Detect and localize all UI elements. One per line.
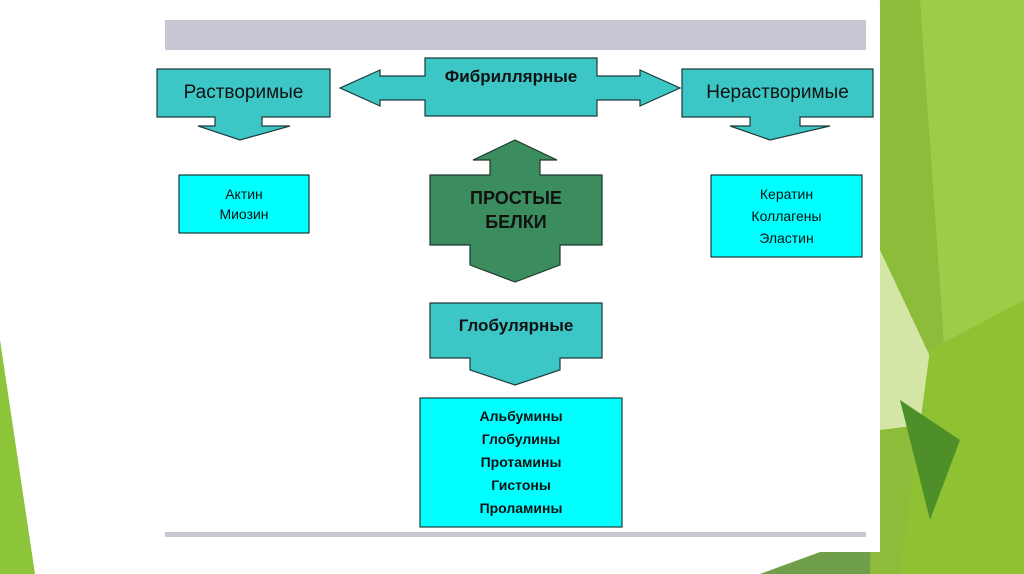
title-bar bbox=[165, 20, 866, 50]
soluble-items: Актин Миозин bbox=[219, 186, 269, 222]
insoluble-items: Кератин Коллагены Эластин bbox=[751, 186, 822, 246]
soluble-callout bbox=[156, 68, 331, 141]
soluble-box bbox=[178, 174, 310, 234]
globular-label: Глобулярные bbox=[458, 315, 574, 335]
soluble-label: Растворимые bbox=[183, 82, 304, 103]
insoluble-box bbox=[710, 174, 863, 258]
center-label: ПРОСТЫЕ БЕЛКИ bbox=[470, 188, 562, 232]
fibrillar-callout bbox=[338, 57, 682, 117]
globular-callout bbox=[429, 302, 603, 386]
insoluble-label: Нерастворимые bbox=[706, 82, 849, 103]
insoluble-callout bbox=[681, 68, 874, 141]
center-double-arrow bbox=[429, 139, 603, 283]
globular-box bbox=[419, 397, 623, 528]
globular-items: Альбумины Глобулины Протамины Гистоны Пр… bbox=[479, 408, 563, 516]
fibrillar-label: Фибриллярные bbox=[444, 67, 578, 86]
